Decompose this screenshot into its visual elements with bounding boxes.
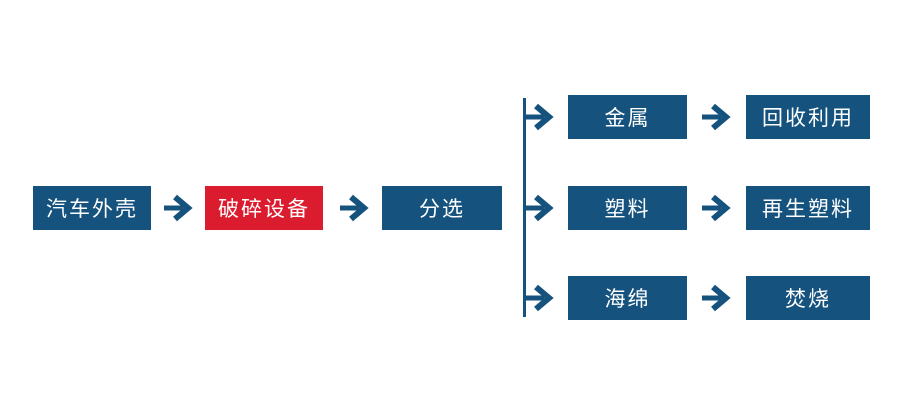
arrow-right-icon bbox=[164, 194, 193, 222]
arrow-right-icon bbox=[525, 284, 554, 312]
node-metal: 金属 bbox=[568, 95, 687, 139]
node-car-shell: 汽车外壳 bbox=[33, 186, 151, 230]
arrow-right-icon bbox=[702, 284, 731, 312]
arrow-right-icon bbox=[525, 194, 554, 222]
arrow-right-icon bbox=[702, 194, 731, 222]
arrow-right-icon bbox=[525, 103, 554, 131]
node-plastic: 塑料 bbox=[568, 186, 687, 230]
node-sorting: 分选 bbox=[382, 186, 502, 230]
node-incineration: 焚烧 bbox=[746, 276, 870, 320]
arrow-right-icon bbox=[702, 103, 731, 131]
branch-connector-line bbox=[523, 98, 526, 317]
node-recycling-reuse: 回收利用 bbox=[746, 95, 870, 139]
node-crushing-equipment: 破碎设备 bbox=[205, 186, 323, 230]
arrow-right-icon bbox=[340, 194, 369, 222]
node-recycled-plastic: 再生塑料 bbox=[746, 186, 870, 230]
node-sponge: 海绵 bbox=[568, 276, 687, 320]
